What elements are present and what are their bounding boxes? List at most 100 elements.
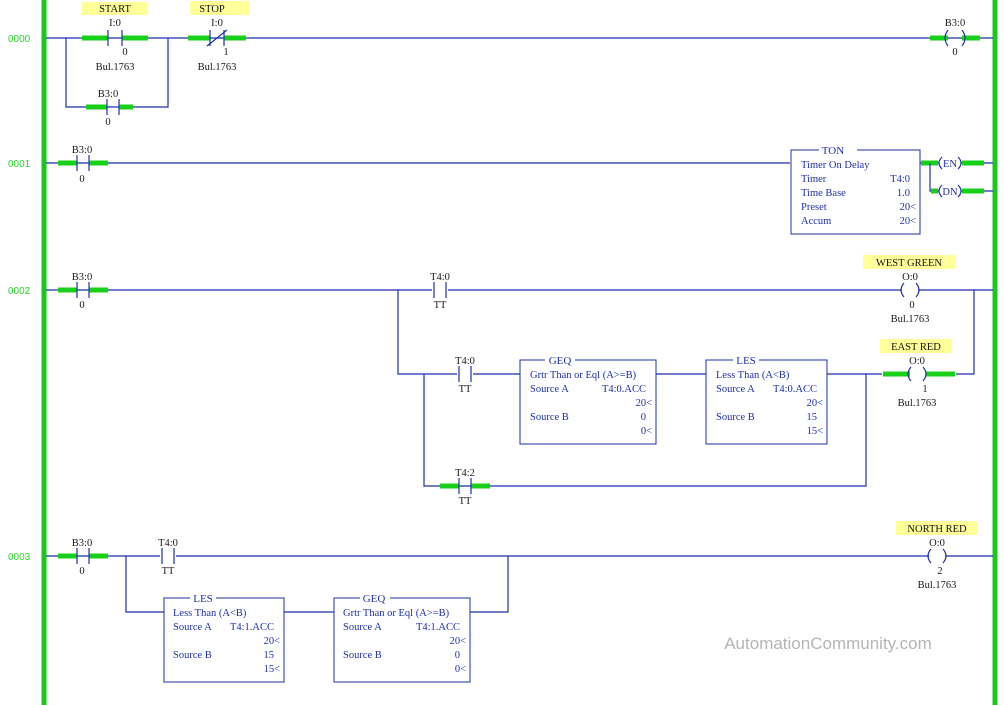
watermark-text: AutomationCommunity.com <box>724 634 932 653</box>
geq-block[interactable]: GEQ Grtr Than or Eql (A>=B) Source A T4:… <box>519 355 657 445</box>
row-key: Time Base <box>801 188 846 199</box>
dn-output: DN <box>942 187 958 198</box>
block-name: TON <box>822 145 844 157</box>
source-b-value: 15< <box>807 426 824 437</box>
east-red-coil[interactable]: EAST RED O:0 1 Bul.1763 <box>880 339 955 409</box>
row-key: Timer <box>801 174 827 185</box>
b3-contact[interactable]: B3:0 0 <box>58 538 108 577</box>
rung-number: 0003 <box>8 552 31 563</box>
source-b: 15 <box>807 412 818 423</box>
t4-2-tt-contact[interactable]: T4:2 TT <box>440 468 490 507</box>
tag-highlight <box>863 255 955 269</box>
row-key: Preset <box>801 202 827 213</box>
bit: 1 <box>223 47 228 58</box>
les-block[interactable]: LES Less Than (A<B) Source A T4:0.ACC 20… <box>705 355 828 445</box>
comment: Bul.1763 <box>898 398 937 409</box>
bit: 0 <box>79 174 84 185</box>
address: B3:0 <box>72 272 92 283</box>
en-output: EN <box>943 159 957 170</box>
bit: 0 <box>952 47 957 58</box>
address: I:0 <box>109 18 121 29</box>
source-a-label: Source A <box>173 622 212 633</box>
address: B3:0 <box>72 538 92 549</box>
b3-contact[interactable]: B3:0 0 <box>58 145 108 185</box>
tag-highlight <box>82 2 148 15</box>
stop-contact[interactable]: STOP I:0 1 Bul.1763 <box>188 1 250 73</box>
bit: TT <box>459 384 472 395</box>
source-b-value: 15< <box>264 664 281 675</box>
address: T4:2 <box>455 468 475 479</box>
address: T4:0 <box>430 272 450 283</box>
tag-highlight <box>880 339 952 353</box>
bit: 0 <box>909 300 914 311</box>
tag-label: EAST RED <box>891 342 941 353</box>
rung-0001[interactable]: 0001 B3:0 0 TON Timer On Delay Timer T4:… <box>8 145 993 235</box>
source-b: 0 <box>455 650 460 661</box>
start-contact[interactable]: START I:0 0 Bul.1763 <box>82 2 148 73</box>
b3-contact[interactable]: B3:0 0 <box>58 272 108 311</box>
address: O:0 <box>902 272 918 283</box>
comment: Bul.1763 <box>96 62 135 73</box>
source-a: T4:1.ACC <box>416 622 460 633</box>
rung-0002[interactable]: 0002 B3:0 0 T4:0 TT WEST GREEN O:0 <box>8 255 993 507</box>
tag-label: NORTH RED <box>907 524 967 535</box>
b3-coil[interactable]: B3:0 0 <box>930 18 980 58</box>
branch-wire <box>423 374 867 487</box>
row-val: 20< <box>900 216 917 227</box>
address: T4:0 <box>158 538 178 549</box>
branch-wire <box>956 290 975 375</box>
branch-wire <box>65 38 169 108</box>
source-a-value: 20< <box>264 636 281 647</box>
t4-0-tt-contact[interactable]: T4:0 TT <box>430 272 450 311</box>
bit: 0 <box>79 566 84 577</box>
t4-0-tt-branch-contact[interactable]: T4:0 TT <box>455 356 475 395</box>
north-red-coil[interactable]: NORTH RED O:0 2 Bul.1763 <box>896 521 978 591</box>
les-block[interactable]: LES Less Than (A<B) Source A T4:1.ACC 20… <box>163 593 285 683</box>
address: B3:0 <box>98 89 118 100</box>
row-val: 20< <box>900 202 917 213</box>
comment: Bul.1763 <box>918 580 957 591</box>
bit: TT <box>434 300 447 311</box>
block-desc: Grtr Than or Eql (A>=B) <box>343 608 450 619</box>
bit: TT <box>459 496 472 507</box>
bit: 0 <box>79 300 84 311</box>
source-b-value: 0< <box>455 664 466 675</box>
source-b-label: Source B <box>173 650 212 661</box>
block-desc: Less Than (A<B) <box>716 370 790 381</box>
tag-highlight <box>896 521 978 535</box>
bit: 2 <box>937 566 942 577</box>
rung-number: 0000 <box>8 34 31 45</box>
address: B3:0 <box>945 18 965 29</box>
source-a: T4:0.ACC <box>773 384 817 395</box>
address: I:0 <box>211 18 223 29</box>
seal-in-contact[interactable]: B3:0 0 <box>86 89 133 128</box>
tag-label: START <box>99 4 131 15</box>
source-a-value: 20< <box>636 398 653 409</box>
comment: Bul.1763 <box>891 314 930 325</box>
source-b-label: Source B <box>530 412 569 423</box>
branch-wire <box>470 556 509 613</box>
source-b-label: Source B <box>716 412 755 423</box>
source-a-value: 20< <box>807 398 824 409</box>
geq-block[interactable]: GEQ Grtr Than or Eql (A>=B) Source A T4:… <box>333 593 471 683</box>
rung-0000[interactable]: 0000 START I:0 0 Bul.1763 STOP I:0 <box>8 1 993 128</box>
block-name: GEQ <box>549 355 572 367</box>
ton-timer-block[interactable]: TON Timer On Delay Timer T4:0 Time Base … <box>790 145 993 235</box>
source-a: T4:1.ACC <box>230 622 274 633</box>
address: T4:0 <box>455 356 475 367</box>
block-name: GEQ <box>363 593 386 605</box>
rung-number: 0001 <box>8 159 31 170</box>
row-val: 1.0 <box>897 188 910 199</box>
address: B3:0 <box>72 145 92 156</box>
bit: TT <box>162 566 175 577</box>
t4-0-tt-contact[interactable]: T4:0 TT <box>158 538 178 577</box>
bit: 0 <box>122 47 127 58</box>
source-a: T4:0.ACC <box>602 384 646 395</box>
west-green-coil[interactable]: WEST GREEN O:0 0 Bul.1763 <box>863 255 955 325</box>
branch-wire <box>125 556 164 613</box>
source-b-label: Source B <box>343 650 382 661</box>
block-desc: Timer On Delay <box>801 160 870 171</box>
rung-number: 0002 <box>8 286 31 297</box>
rung-0003[interactable]: 0003 B3:0 0 T4:0 TT NORTH RED O:0 <box>8 521 993 683</box>
